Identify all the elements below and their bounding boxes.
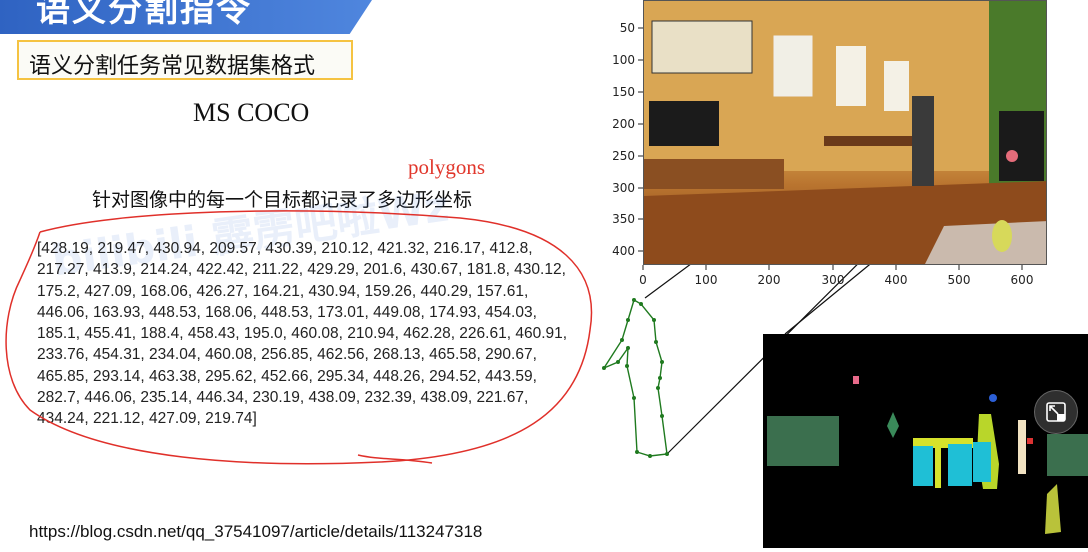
- expand-button[interactable]: [1034, 390, 1078, 434]
- polygon-description: 针对图像中的每一个目标都记录了多边形坐标: [92, 189, 473, 211]
- mask-table: [913, 438, 973, 448]
- mask-chair: [913, 446, 933, 486]
- source-url[interactable]: https://blog.csdn.net/qq_37541097/articl…: [29, 522, 483, 541]
- mask-vase: [1045, 484, 1061, 534]
- y-tick-label: 50: [620, 21, 635, 35]
- expand-window-icon: [1046, 402, 1066, 422]
- y-tick-label: 350: [612, 212, 635, 226]
- y-tick-label: 400: [612, 244, 635, 258]
- x-tick-label: 100: [695, 273, 718, 287]
- y-tick-label: 300: [612, 181, 635, 195]
- slide-title: 语义分割指令: [36, 0, 252, 30]
- subtitle-box: 语义分割任务常见数据集格式: [17, 40, 353, 80]
- mask-scene: [767, 376, 1088, 534]
- x-tick-label: 600: [1011, 273, 1034, 287]
- slide-subtitle: 语义分割任务常见数据集格式: [29, 54, 316, 79]
- x-tick-label: 200: [758, 273, 781, 287]
- mask-door: [1018, 420, 1026, 474]
- title-banner: 语义分割指令: [0, 0, 372, 34]
- y-tick-label: 200: [612, 117, 635, 131]
- image-plot: 50 100 150 200 250 300 350 400 0 100 200…: [612, 21, 1034, 287]
- y-tick-label: 100: [612, 53, 635, 67]
- polygons-label: polygons: [408, 155, 486, 179]
- person-polygon: [602, 299, 668, 457]
- dataset-name: MS COCO: [193, 98, 310, 127]
- mask-tv: [767, 416, 839, 466]
- polygon-coordinates: [428.19, 219.47, 430.94, 209.57, 430.39,…: [37, 240, 568, 428]
- y-tick-label: 250: [612, 149, 635, 163]
- red-underline-annotation: [357, 454, 433, 464]
- x-tick-label: 400: [885, 273, 908, 287]
- x-tick-label: 300: [822, 273, 845, 287]
- mask-fireplace: [1047, 434, 1088, 476]
- mask-plant: [887, 412, 899, 438]
- room-photo: [643, 0, 1047, 265]
- segmentation-mask: [763, 334, 1088, 548]
- polygon-vertices: [602, 298, 669, 458]
- x-tick-label: 500: [948, 273, 971, 287]
- y-tick-label: 150: [612, 85, 635, 99]
- room-scene: [644, 1, 1046, 264]
- x-tick-label: 0: [639, 273, 647, 287]
